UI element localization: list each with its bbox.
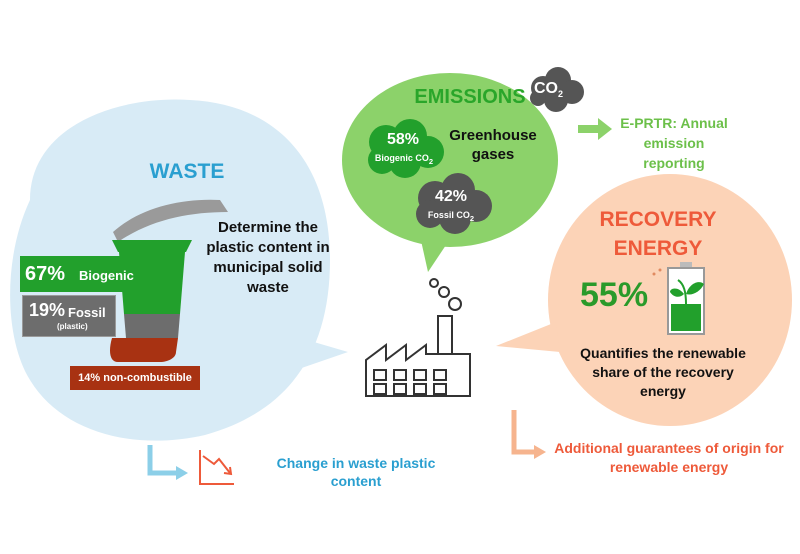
fossil-cloud-icon — [416, 173, 492, 234]
reporting-arrow-icon — [578, 118, 612, 140]
emissions-title: EMISSIONS — [414, 86, 526, 108]
waste-change-label: Change in waste plastic content — [276, 455, 436, 489]
guarantees-label: Additional guarantees of origin for rene… — [554, 440, 784, 475]
emissions-bubble — [342, 73, 558, 272]
biogenic-co2-label: Biogenic CO2 — [368, 153, 440, 166]
fossil-co2-text: Fossil CO — [427, 210, 470, 220]
factory-icon — [365, 278, 471, 397]
co2-icon-label: CO2 — [534, 80, 574, 99]
fossil-co2-label: Fossil CO2 — [418, 210, 484, 223]
greenhouse-gases-label: Greenhouse gases — [449, 127, 537, 163]
recovery-title: RECOVERY ENERGY — [599, 208, 717, 260]
noncombustible-label: 14% non-combustible — [70, 366, 200, 390]
co2-text: CO — [534, 80, 558, 97]
recovery-arrow-icon — [511, 410, 546, 459]
biogenic-cloud-icon — [368, 119, 444, 178]
fossil-co2-percent: 42% — [434, 188, 468, 205]
emission-reporting-label: E-PRTR: Annual emission reporting — [620, 115, 728, 171]
waste-arrow-icon — [147, 445, 188, 480]
biogenic-text: Biogenic — [79, 268, 134, 283]
waste-description: Determine the plastic content in municip… — [206, 219, 330, 296]
fossil-share-label: 19% Fossil (plastic) — [22, 295, 116, 337]
biogenic-co2-percent: 58% — [386, 131, 420, 148]
biogenic-co2-text: Biogenic CO — [374, 153, 429, 163]
waste-title: WASTE — [149, 160, 225, 183]
fossil-note: (plastic) — [57, 322, 88, 331]
co2-cloud-icon — [530, 67, 584, 112]
biogenic-share-label: 67% Biogenic — [20, 256, 138, 292]
fossil-text: Fossil — [68, 305, 106, 320]
biogenic-percent: 67% — [25, 263, 66, 285]
recovery-percent: 55% — [580, 276, 649, 314]
battery-leaf-icon — [652, 262, 705, 335]
fossil-percent: 19% — [29, 300, 66, 320]
fossil-co2-subscript: 2 — [469, 213, 475, 223]
decreasing-chart-icon — [199, 450, 234, 485]
biogenic-co2-subscript: 2 — [428, 156, 434, 166]
co2-subscript: 2 — [558, 89, 564, 100]
recovery-description: Quantifies the renewable share of the re… — [580, 345, 746, 399]
